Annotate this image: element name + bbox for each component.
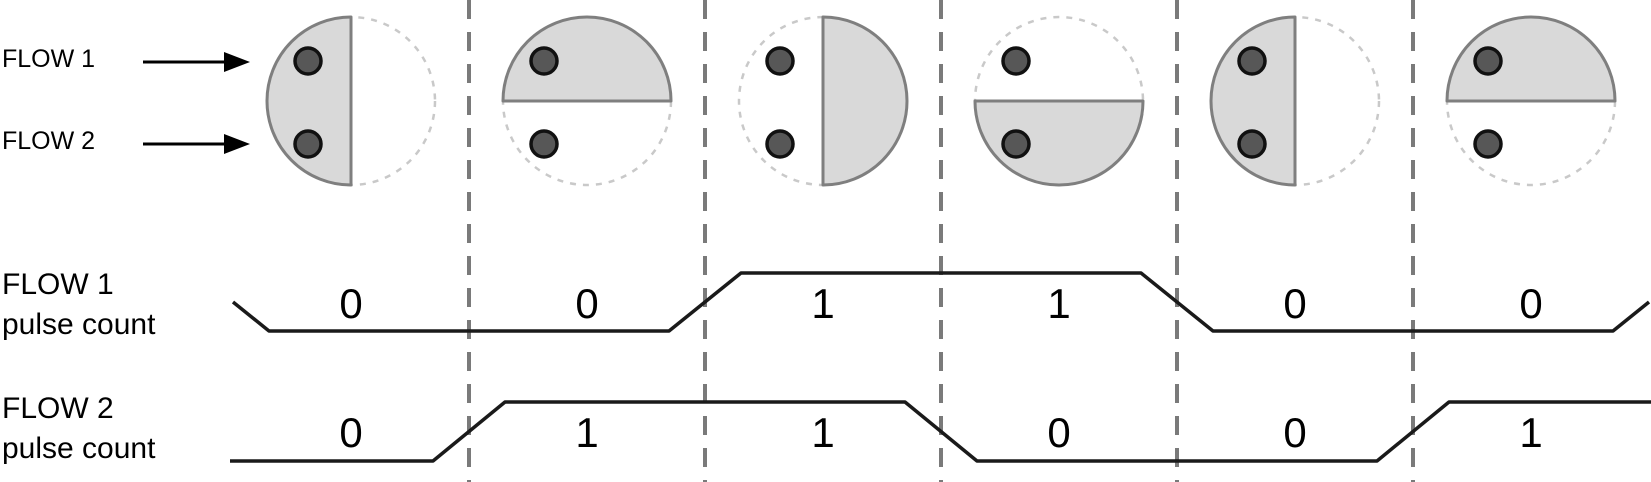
rotor-half-disc-top (501, 15, 673, 103)
sensor-dot-flow1 (529, 46, 559, 76)
rotor-state-1 (265, 15, 437, 187)
flow2-input-label: FLOW 2 (2, 127, 95, 155)
rotor-state-3 (737, 15, 909, 187)
flow2-value-phase2: 1 (575, 409, 598, 456)
flow1-waveform (231, 271, 1651, 333)
rotor-half-disc-bottom (973, 99, 1145, 187)
sensor-dot-flow2 (1473, 129, 1503, 159)
rotor-state-5 (1209, 15, 1381, 187)
flow2-arrow-icon (143, 134, 250, 154)
sensor-dot-flow2 (529, 129, 559, 159)
rotor-half-disc-right (821, 15, 909, 187)
flow1-waveform-label-line1: FLOW 1 (2, 268, 114, 301)
sensor-dot-flow2 (765, 129, 795, 159)
flow2-value-phase4: 0 (1047, 409, 1070, 456)
flow2-waveform (230, 400, 1651, 463)
flow1-arrow-icon (143, 52, 250, 72)
flow1-value-phase2: 0 (575, 280, 598, 327)
sensor-dot-flow1 (765, 46, 795, 76)
rotor-state-4 (973, 15, 1145, 187)
flow1-value-phase1: 0 (339, 280, 362, 327)
flow2-value-phase6: 1 (1519, 409, 1542, 456)
rotor-state-2 (501, 15, 673, 187)
rotor-half-disc-top (1445, 15, 1617, 103)
rotor-state-6 (1445, 15, 1617, 187)
sensor-dot-flow1 (1001, 46, 1031, 76)
flow1-value-phase6: 0 (1519, 280, 1542, 327)
flow1-waveform-label-line2: pulse count (2, 308, 156, 341)
flow1-value-phase4: 1 (1047, 280, 1070, 327)
sensor-dot-flow1 (1473, 46, 1503, 76)
flow1-value-phase3: 1 (811, 280, 834, 327)
sensor-dot-flow2 (1237, 129, 1267, 159)
rotor-half-disc-left (1209, 15, 1297, 187)
rotor-half-disc-left (265, 15, 353, 187)
flow2-value-phase5: 0 (1283, 409, 1306, 456)
flow2-value-phase3: 1 (811, 409, 834, 456)
sensor-dot-flow1 (293, 46, 323, 76)
flow1-value-phase5: 0 (1283, 280, 1306, 327)
flow2-waveform-label-line2: pulse count (2, 432, 156, 465)
sensor-dot-flow1 (1237, 46, 1267, 76)
flow2-value-phase1: 0 (339, 409, 362, 456)
arrow-head (224, 134, 250, 154)
arrow-head (224, 52, 250, 72)
flow1-input-label: FLOW 1 (2, 45, 95, 73)
sensor-dot-flow2 (1001, 129, 1031, 159)
flow2-waveform-label-line1: FLOW 2 (2, 392, 114, 425)
sensor-dot-flow2 (293, 129, 323, 159)
